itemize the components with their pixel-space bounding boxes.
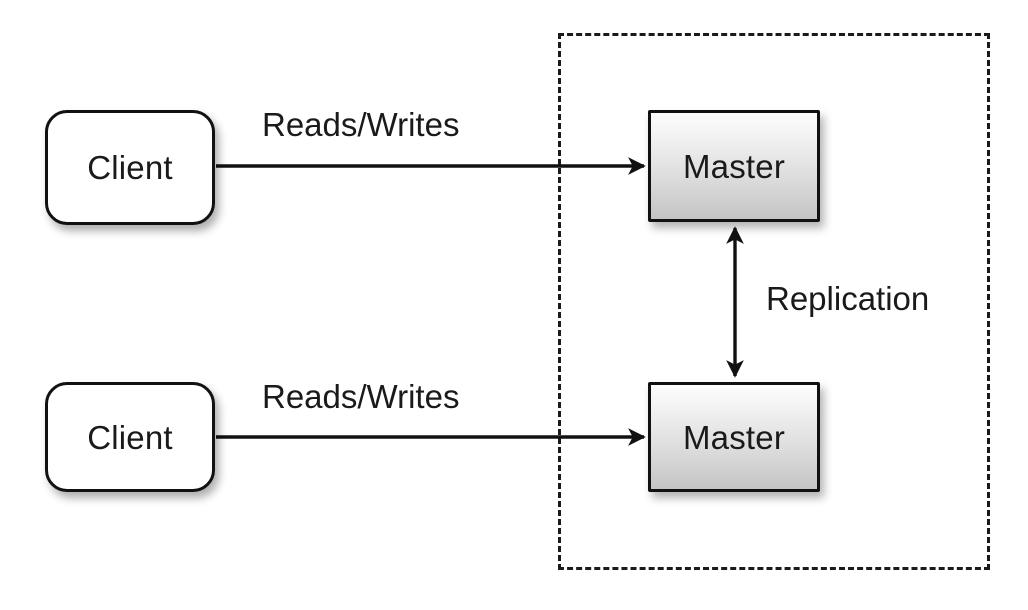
cluster-boundary — [558, 33, 990, 570]
node-client-bottom-label: Client — [87, 418, 173, 456]
node-master-bottom[interactable]: Master — [648, 382, 820, 492]
edge-label-reads-writes-bottom: Reads/Writes — [262, 378, 460, 415]
edge-label-reads-writes-top: Reads/Writes — [262, 106, 460, 143]
node-master-bottom-label: Master — [682, 418, 786, 456]
edge-label-replication: Replication — [766, 280, 930, 317]
node-master-top[interactable]: Master — [648, 110, 820, 222]
node-master-top-label: Master — [682, 147, 786, 185]
node-client-bottom[interactable]: Client — [45, 382, 215, 492]
node-client-top-label: Client — [87, 149, 173, 186]
node-client-top[interactable]: Client — [45, 110, 215, 225]
